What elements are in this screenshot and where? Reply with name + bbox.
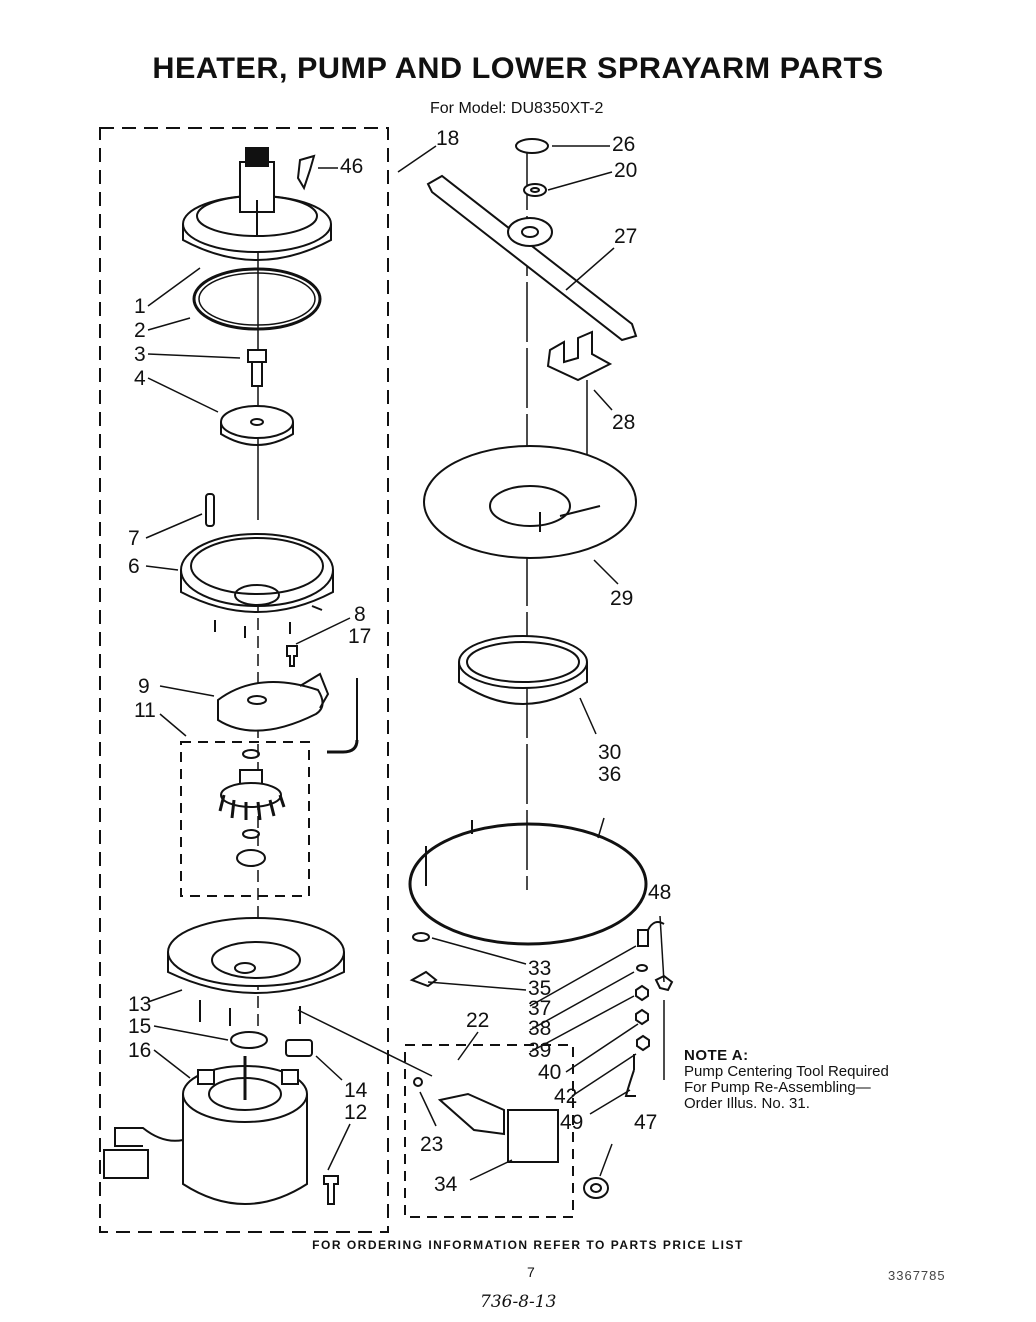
part-15-washer bbox=[230, 1031, 268, 1049]
callout-46: 46 bbox=[340, 155, 364, 178]
callout-42: 42 bbox=[554, 1085, 578, 1108]
note-line-3: Order Illus. No. 31. bbox=[684, 1095, 810, 1112]
callout-2: 2 bbox=[134, 319, 146, 342]
impeller-kit-box bbox=[180, 741, 310, 897]
handwritten-note: 736-8-13 bbox=[480, 1292, 557, 1312]
part-28-bracket bbox=[546, 330, 613, 382]
callout-49: 49 bbox=[560, 1111, 584, 1134]
callout-48: 48 bbox=[648, 881, 672, 904]
callout-8: 8 bbox=[354, 603, 366, 626]
part-11-impeller bbox=[218, 749, 286, 867]
part-7-pin bbox=[205, 493, 215, 527]
callout-12: 12 bbox=[344, 1101, 368, 1124]
pump-assembly-group-box bbox=[99, 127, 389, 1233]
part-16-motor bbox=[103, 1056, 308, 1205]
callout-40: 40 bbox=[538, 1061, 562, 1084]
callout-1: 1 bbox=[134, 295, 146, 318]
callout-28: 28 bbox=[612, 411, 636, 434]
part-23-thermostat bbox=[413, 1077, 559, 1163]
part-26-cap bbox=[515, 138, 549, 154]
part-8-screw bbox=[286, 645, 298, 667]
callout-39: 39 bbox=[528, 1039, 552, 1062]
callout-26: 26 bbox=[612, 133, 636, 156]
part-6-pump-housing bbox=[180, 533, 334, 638]
part-12-screw bbox=[323, 1175, 339, 1205]
callout-34: 34 bbox=[434, 1173, 458, 1196]
ordering-info-footer: FOR ORDERING INFORMATION REFER TO PARTS … bbox=[312, 1238, 744, 1252]
note-line-2: For Pump Re-Assembling— bbox=[684, 1079, 871, 1096]
note-heading: NOTE A: bbox=[684, 1047, 749, 1064]
part-48-nut bbox=[637, 921, 665, 947]
model-subtitle: For Model: DU8350XT-2 bbox=[430, 100, 604, 117]
callout-30: 30 bbox=[598, 741, 622, 764]
callout-27: 27 bbox=[614, 225, 638, 248]
part-1-pump-cover bbox=[182, 147, 332, 261]
callout-29: 29 bbox=[610, 587, 634, 610]
part-49-clip bbox=[654, 974, 674, 992]
callout-15: 15 bbox=[128, 1015, 152, 1038]
part-40-nut bbox=[636, 1034, 650, 1052]
part-39-nut bbox=[635, 1008, 649, 1026]
part-35-clip bbox=[409, 970, 438, 988]
document-number: 3367785 bbox=[888, 1268, 946, 1283]
callout-6: 6 bbox=[128, 555, 140, 578]
page-title: HEATER, PUMP AND LOWER SPRAYARM PARTS bbox=[152, 52, 884, 85]
part-46-clip bbox=[296, 154, 316, 191]
callout-17: 17 bbox=[348, 625, 372, 648]
part-29-disc bbox=[423, 445, 637, 559]
callout-4: 4 bbox=[134, 367, 146, 390]
callout-11: 11 bbox=[134, 699, 156, 722]
callout-14: 14 bbox=[344, 1079, 368, 1102]
part-38-nut bbox=[635, 984, 649, 1002]
part-9-plate bbox=[217, 672, 330, 732]
part-47-grommet bbox=[583, 1177, 609, 1199]
page-number: 7 bbox=[527, 1264, 535, 1280]
part-27-sprayarm bbox=[426, 174, 638, 342]
callout-9: 9 bbox=[138, 675, 150, 698]
callout-38: 38 bbox=[528, 1017, 552, 1040]
callout-36: 36 bbox=[598, 763, 622, 786]
callout-47: 47 bbox=[634, 1111, 658, 1134]
callout-37: 37 bbox=[528, 997, 552, 1020]
callout-3: 3 bbox=[134, 343, 146, 366]
part-33-washer bbox=[412, 932, 430, 942]
part-2-gasket-ring bbox=[192, 267, 322, 331]
callout-33: 33 bbox=[528, 957, 552, 980]
callout-35: 35 bbox=[528, 977, 552, 1000]
part-3-bolt bbox=[247, 349, 267, 387]
part-36-heater-element bbox=[408, 820, 648, 946]
part-42-bracket bbox=[624, 1054, 636, 1097]
callout-20: 20 bbox=[614, 159, 638, 182]
note-line-1: Pump Centering Tool Required bbox=[684, 1063, 889, 1080]
part-4-seal bbox=[220, 405, 294, 446]
note-a: NOTE A: Pump Centering Tool Required For… bbox=[684, 1048, 889, 1112]
callout-22: 22 bbox=[466, 1009, 490, 1032]
callout-18: 18 bbox=[436, 127, 460, 150]
leader-lines bbox=[145, 145, 665, 1181]
part-17-tube bbox=[327, 678, 359, 754]
callout-7: 7 bbox=[128, 527, 140, 550]
part-37-washer bbox=[636, 964, 648, 972]
part-14-block bbox=[285, 1039, 313, 1057]
callout-23: 23 bbox=[420, 1133, 444, 1156]
part-13-pump-base bbox=[167, 917, 345, 1026]
part-30-ring bbox=[458, 635, 588, 705]
callout-13: 13 bbox=[128, 993, 152, 1016]
part-20-nut bbox=[523, 183, 547, 197]
callout-16: 16 bbox=[128, 1039, 152, 1062]
